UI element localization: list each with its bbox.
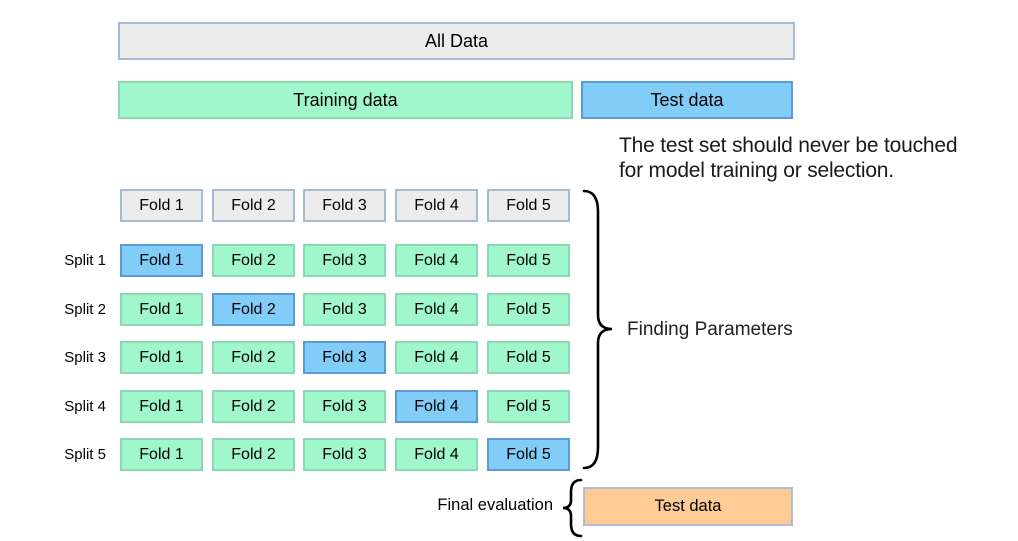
note-line-2: for model training or selection. bbox=[619, 159, 894, 182]
fold-box-label: Fold 3 bbox=[322, 348, 367, 366]
fold-box: Fold 1 bbox=[120, 438, 203, 471]
fold-header-box: Fold 3 bbox=[303, 189, 386, 222]
fold-box: Fold 2 bbox=[212, 341, 295, 374]
fold-box: Fold 2 bbox=[212, 438, 295, 471]
note-line-1: The test set should never be touched bbox=[619, 134, 958, 157]
fold-header-box: Fold 1 bbox=[120, 189, 203, 222]
fold-header-box: Fold 5 bbox=[487, 189, 570, 222]
fold-box-label: Fold 5 bbox=[506, 397, 551, 415]
fold-header-label: Fold 2 bbox=[231, 196, 276, 214]
fold-box: Fold 1 bbox=[120, 244, 203, 277]
all-data-label: All Data bbox=[424, 30, 489, 51]
split-row: Split 3 Fold 1 Fold 2 Fold 3 Fold 4 Fold… bbox=[0, 341, 1018, 374]
fold-header-box: Fold 4 bbox=[395, 189, 478, 222]
fold-box: Fold 1 bbox=[120, 390, 203, 423]
fold-box: Fold 5 bbox=[487, 341, 570, 374]
fold-header-row: Fold 1 Fold 2 Fold 3 Fold 4 Fold 5 bbox=[0, 189, 1018, 222]
split-row: Split 1 Fold 1 Fold 2 Fold 3 Fold 4 Fold… bbox=[0, 244, 1018, 277]
final-evaluation-label: Final evaluation bbox=[437, 496, 553, 514]
fold-box: Fold 3 bbox=[303, 244, 386, 277]
final-test-data-label: Test data bbox=[654, 497, 722, 515]
fold-box: Fold 4 bbox=[395, 438, 478, 471]
fold-box-label: Fold 5 bbox=[506, 445, 551, 463]
left-curly-brace-icon bbox=[562, 478, 583, 538]
fold-box-label: Fold 4 bbox=[414, 300, 459, 318]
fold-box-label: Fold 5 bbox=[506, 300, 551, 318]
fold-box: Fold 1 bbox=[120, 293, 203, 326]
fold-box-label: Fold 1 bbox=[139, 397, 184, 415]
split-label: Split 5 bbox=[64, 446, 106, 463]
fold-box-label: Fold 1 bbox=[139, 300, 184, 318]
fold-header-label: Fold 5 bbox=[506, 196, 551, 214]
fold-box: Fold 3 bbox=[303, 293, 386, 326]
fold-box: Fold 4 bbox=[395, 390, 478, 423]
split-row: Split 5 Fold 1 Fold 2 Fold 3 Fold 4 Fold… bbox=[0, 438, 1018, 471]
fold-box: Fold 3 bbox=[303, 390, 386, 423]
split-row: Split 2 Fold 1 Fold 2 Fold 3 Fold 4 Fold… bbox=[0, 293, 1018, 326]
fold-box-label: Fold 4 bbox=[414, 251, 459, 269]
fold-header-label: Fold 3 bbox=[322, 196, 367, 214]
fold-box-label: Fold 4 bbox=[414, 348, 459, 366]
fold-box: Fold 2 bbox=[212, 390, 295, 423]
all-data-bar: All Data bbox=[118, 22, 795, 60]
fold-box-label: Fold 3 bbox=[322, 445, 367, 463]
fold-box-label: Fold 5 bbox=[506, 348, 551, 366]
test-set-note: The test set should never be touched for… bbox=[619, 133, 958, 183]
fold-box-label: Fold 1 bbox=[139, 348, 184, 366]
split-label: Split 3 bbox=[64, 349, 106, 366]
fold-box-label: Fold 2 bbox=[231, 251, 276, 269]
fold-box: Fold 4 bbox=[395, 341, 478, 374]
split-label: Split 1 bbox=[64, 252, 106, 269]
split-label: Split 2 bbox=[64, 301, 106, 318]
finding-parameters-label: Finding Parameters bbox=[627, 319, 793, 340]
fold-box: Fold 3 bbox=[303, 341, 386, 374]
test-data-label: Test data bbox=[650, 89, 724, 110]
fold-box: Fold 5 bbox=[487, 438, 570, 471]
fold-box-label: Fold 1 bbox=[139, 445, 184, 463]
split-row: Split 4 Fold 1 Fold 2 Fold 3 Fold 4 Fold… bbox=[0, 390, 1018, 423]
fold-box-label: Fold 3 bbox=[322, 397, 367, 415]
fold-box-label: Fold 2 bbox=[231, 397, 276, 415]
right-curly-brace-icon bbox=[582, 189, 613, 470]
fold-box-label: Fold 3 bbox=[322, 251, 367, 269]
fold-box-label: Fold 2 bbox=[231, 300, 276, 318]
fold-box: Fold 4 bbox=[395, 244, 478, 277]
training-data-bar: Training data bbox=[118, 81, 573, 119]
fold-box-label: Fold 2 bbox=[231, 348, 276, 366]
fold-box: Fold 2 bbox=[212, 293, 295, 326]
fold-header-box: Fold 2 bbox=[212, 189, 295, 222]
fold-box: Fold 4 bbox=[395, 293, 478, 326]
fold-box-label: Fold 1 bbox=[139, 251, 184, 269]
fold-box: Fold 3 bbox=[303, 438, 386, 471]
fold-header-label: Fold 4 bbox=[414, 196, 459, 214]
test-data-bar: Test data bbox=[581, 81, 793, 119]
fold-box: Fold 5 bbox=[487, 244, 570, 277]
fold-box-label: Fold 3 bbox=[322, 300, 367, 318]
fold-box: Fold 1 bbox=[120, 341, 203, 374]
split-label: Split 4 bbox=[64, 398, 106, 415]
fold-box-label: Fold 4 bbox=[414, 397, 459, 415]
fold-box-label: Fold 2 bbox=[231, 445, 276, 463]
fold-box: Fold 5 bbox=[487, 390, 570, 423]
fold-header-label: Fold 1 bbox=[139, 196, 184, 214]
fold-box: Fold 5 bbox=[487, 293, 570, 326]
fold-box: Fold 2 bbox=[212, 244, 295, 277]
training-data-label: Training data bbox=[293, 89, 398, 110]
fold-box-label: Fold 5 bbox=[506, 251, 551, 269]
final-test-data-box: Test data bbox=[583, 487, 793, 526]
fold-box-label: Fold 4 bbox=[414, 445, 459, 463]
